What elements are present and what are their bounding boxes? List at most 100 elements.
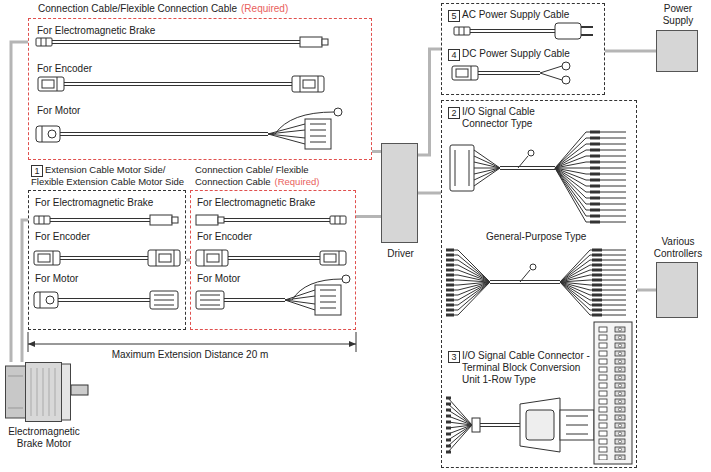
motor-shape [31,368,55,416]
cable-name: DC Power Supply Cable [462,48,602,60]
cable-name: For Encoder [35,231,185,243]
cable-connectors [150,215,178,225]
cable-name: For Encoder [37,63,237,75]
callout-box: 3 [448,351,460,363]
group-heading: Extension Cable Motor Side/ Flexible Ext… [31,164,189,188]
io-connector-cable [518,156,528,168]
lead-wires [334,108,342,116]
callout-number: 1 [32,166,42,176]
terminal-block-cable [446,398,451,452]
terminal-block-cable [594,322,632,464]
terminal-block-cable [446,322,632,464]
cable-connectors [34,216,50,224]
cable-group: Connection Cable/ Flexible Connection Ca… [190,190,356,330]
box-label: Electromagnetic Brake Motor [4,426,84,450]
cable-group: I/O Signal Cable Connector TypeGeneral-P… [441,100,637,468]
terminal-block-cable [560,410,594,440]
cable-connector [418,192,441,195]
cable-name: I/O Signal Cable Connector - Terminal Bl… [462,350,590,386]
cable-group: Connection Cable/Flexible Connection Cab… [28,18,372,160]
motor-shape [6,366,26,418]
cable-connectors [315,285,341,315]
cable-connector [11,42,28,362]
box-label: Power Supply [651,3,705,27]
lead-wires [285,279,342,310]
ac-plug [581,27,593,35]
group-heading: Connection Cable/Flexible Connection Cab… [38,3,237,14]
general-purpose-cable [560,250,626,315]
cable-connectors [300,37,328,47]
cable-name: AC Power Supply Cable [462,9,602,21]
cable-connectors [34,292,58,308]
lead-wires [268,112,334,144]
dc-terminals [562,76,570,84]
cable-name: For Motor [197,273,347,285]
cable-connectors [330,216,346,224]
cable-connectors [196,291,224,309]
motor-shaft [71,385,88,395]
cable-group: Extension Cable Motor Side/ Flexible Ext… [28,190,186,330]
cable-name: For Electromagnetic Brake [35,197,185,209]
io-connector-cable [474,150,500,186]
cable-connectors [452,66,478,80]
terminal-block-cable [520,398,560,452]
io-connector-cable [590,132,600,222]
callout-box: 2 [448,107,460,119]
terminal-block-cable [472,418,480,432]
callout-number: 5 [449,11,459,21]
general-purpose-cable [520,270,530,282]
io-connector-cable [528,150,534,156]
callout-number: 2 [449,108,459,118]
general-purpose-cable [530,264,536,270]
cable-connectors [150,291,178,309]
ac-plug [555,23,593,39]
cable-connector [605,50,656,53]
motor-shaft [71,385,88,395]
io-connector-cable [450,132,626,222]
terminal-block-cable [598,326,608,460]
cable-name: For Electromagnetic Brake [197,197,347,209]
lead-wires [268,108,350,310]
motor-shape: Electromagnetic Brake Motor [5,362,71,422]
cable-connectors [34,251,60,265]
cable-connectors [36,38,52,46]
heading-line: Connection Cable/Flexible Connection Cab… [38,3,368,15]
required-note: (Required) [241,3,288,14]
dimension-label: Maximum Extension Distance 20 m [105,349,275,361]
ac-plug [555,23,581,39]
dc-terminals [540,62,570,84]
terminal-block-cable [448,398,472,452]
callout-box: 1 [31,165,43,177]
dc-terminals [562,62,570,70]
cable-connectors [292,76,324,92]
cable-name: For Electromagnetic Brake [37,25,237,37]
io-connector-cable [455,150,469,186]
cable-connectors [320,251,346,265]
motor-shape [5,362,71,422]
cable-connectors [148,250,180,266]
cable-connector [356,215,381,218]
device-box: Various Controllers [656,262,698,318]
heading-line: Connection Cable/ Flexible Connection Ca… [195,164,355,188]
motor-shape [62,364,71,420]
cable-connectors [305,119,331,149]
callout-number: 4 [449,50,459,60]
cable-name: For Motor [37,105,237,117]
cable-connectors [36,126,60,142]
motor-shape [8,376,23,408]
cable-connectors [196,250,228,266]
cable-connector [418,49,441,155]
dimension-line [349,341,356,347]
terminal-block-cable [614,326,626,460]
dimension-line [28,341,35,347]
cable-connectors [196,215,224,225]
lead-wires [342,275,350,283]
general-purpose-cable [446,250,454,315]
cable-connectors [454,27,470,35]
box-label: Driver [370,248,431,260]
io-connector-cable [555,132,626,222]
callout-number: 3 [449,352,459,362]
callout-box: 5 [448,10,460,22]
cable-connectors [38,77,64,91]
